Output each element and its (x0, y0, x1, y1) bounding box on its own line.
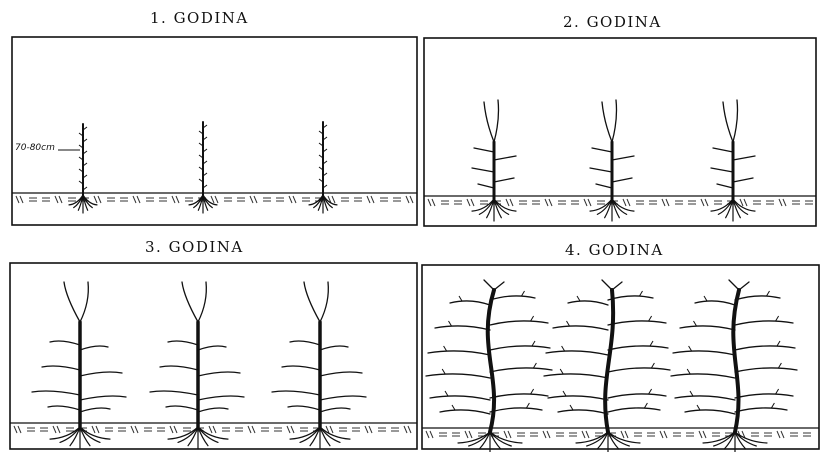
p4-soil (426, 431, 811, 438)
lateral-branch (735, 346, 795, 350)
bud (459, 296, 462, 301)
soil-mark (547, 431, 550, 438)
bud (577, 296, 580, 301)
lateral-branch (568, 301, 608, 305)
bud (649, 316, 652, 321)
lateral-branch (490, 321, 548, 325)
lateral-branch (553, 326, 608, 330)
bud (771, 403, 774, 408)
soil-mark (543, 431, 546, 438)
p4-trees (426, 280, 797, 452)
bud (694, 321, 697, 326)
bud (533, 363, 536, 368)
soil-mark (508, 431, 511, 438)
lateral-branch (450, 301, 490, 305)
bud (650, 341, 653, 346)
soil-mark (699, 431, 702, 438)
soil-mark (781, 431, 784, 438)
lateral-branch (490, 394, 548, 398)
lateral-branch (695, 301, 735, 305)
bud (690, 391, 693, 396)
lateral-branch (490, 408, 542, 412)
lateral-branch (608, 394, 666, 398)
bud (776, 389, 779, 394)
lateral-branch (440, 410, 490, 414)
soil-mark (777, 431, 780, 438)
bud (651, 363, 654, 368)
bud (767, 291, 770, 296)
bud (689, 346, 692, 351)
bud (444, 346, 447, 351)
lateral-branch (680, 326, 735, 330)
lateral-branch (685, 410, 735, 414)
lateral-branch (735, 368, 797, 372)
bud (704, 296, 707, 301)
soil-mark (504, 431, 507, 438)
lateral-branch (490, 368, 552, 372)
lateral-branch (675, 396, 735, 400)
bud (687, 369, 690, 374)
soil-mark (582, 431, 585, 438)
bud (570, 405, 573, 410)
bud (531, 316, 534, 321)
soil-mark (625, 431, 628, 438)
soil-mark (586, 431, 589, 438)
soil-mark (660, 431, 663, 438)
lateral-branch (671, 374, 735, 378)
soil-mark (469, 431, 472, 438)
bud (452, 405, 455, 410)
lateral-branch (608, 408, 660, 412)
soil-mark (703, 431, 706, 438)
lateral-branch (490, 296, 535, 300)
lateral-branch (546, 351, 608, 355)
bud (526, 403, 529, 408)
lateral-branch (735, 321, 793, 325)
bud (640, 291, 643, 296)
soil-mark (664, 431, 667, 438)
soil-mark (430, 431, 433, 438)
lateral-branch (544, 374, 608, 378)
lateral-branch (608, 368, 670, 372)
bud (644, 403, 647, 408)
lateral-branch (608, 346, 668, 350)
bud (697, 405, 700, 410)
lateral-branch (426, 374, 490, 378)
soil-mark (426, 431, 429, 438)
bud (562, 346, 565, 351)
lateral-branch (735, 408, 787, 412)
lateral-branch (430, 396, 490, 400)
bud (449, 321, 452, 326)
bud (442, 369, 445, 374)
lateral-branch (735, 394, 793, 398)
lateral-branch (548, 396, 608, 400)
bud (531, 389, 534, 394)
lateral-branch (673, 351, 735, 355)
bud (445, 391, 448, 396)
lateral-branch (428, 351, 490, 355)
soil-mark (621, 431, 624, 438)
bud (522, 291, 525, 296)
lateral-branch (608, 321, 666, 325)
bud (560, 369, 563, 374)
soil-mark (465, 431, 468, 438)
bud (563, 391, 566, 396)
bud (649, 389, 652, 394)
lateral-branch (435, 326, 490, 330)
lateral-branch (558, 410, 608, 414)
bud (776, 316, 779, 321)
bud (532, 341, 535, 346)
lateral-branch (735, 296, 780, 300)
bud (567, 321, 570, 326)
lateral-branch (490, 346, 550, 350)
bud (778, 363, 781, 368)
lateral-branch (608, 296, 653, 300)
bud (777, 341, 780, 346)
